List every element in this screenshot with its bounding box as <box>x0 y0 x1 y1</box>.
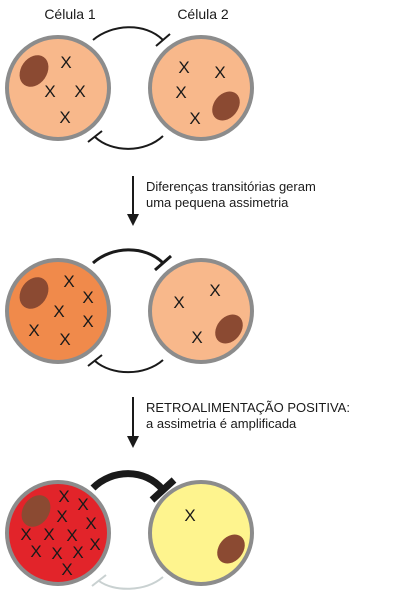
cell2: X X X X <box>148 35 254 141</box>
marker-x: X <box>59 330 70 349</box>
cell2: X X X <box>148 258 254 364</box>
inhibition-arrow-cell1-to-cell2 <box>90 470 177 503</box>
marker-x: X <box>175 83 186 102</box>
marker-x: X <box>74 82 85 101</box>
cell2-body <box>148 480 254 586</box>
cell2-nucleus <box>212 91 240 121</box>
step1-line2: uma pequena assimetria <box>146 195 289 210</box>
marker-x: X <box>58 487 69 506</box>
marker-x: X <box>72 543 83 562</box>
marker-x: X <box>173 293 184 312</box>
inhibition-arrow-cell1-to-cell2 <box>92 248 172 272</box>
marker-x: X <box>44 82 55 101</box>
marker-x: X <box>43 525 54 544</box>
marker-x: X <box>20 525 31 544</box>
cell1-nucleus <box>19 55 49 87</box>
cell2-nucleus <box>215 314 243 344</box>
cell1: X X X X <box>5 35 111 141</box>
marker-x: X <box>191 328 202 347</box>
step2-line1: RETROALIMENTAÇÃO POSITIVA: <box>146 400 350 415</box>
step-arrow-1 <box>127 176 139 226</box>
marker-x: X <box>82 312 93 331</box>
marker-x: X <box>189 109 200 128</box>
inhibition-arrow-cell1-to-cell2 <box>92 26 171 47</box>
marker-x: X <box>61 560 72 579</box>
marker-x: X <box>63 272 74 291</box>
cell1: X X X X X X <box>5 258 111 364</box>
marker-x: X <box>184 506 195 525</box>
marker-x: X <box>214 63 225 82</box>
marker-x: X <box>59 108 70 127</box>
marker-x: X <box>53 302 64 321</box>
step2-line2: a assimetria é amplificada <box>146 416 297 431</box>
stage-initial: X X X X X X X X <box>5 26 254 150</box>
marker-x: X <box>60 53 71 72</box>
cell2-nucleus <box>217 534 245 564</box>
stage-small-asymmetry: X X X X X X X X X <box>5 248 254 374</box>
marker-x: X <box>82 288 93 307</box>
marker-x: X <box>89 535 100 554</box>
marker-x: X <box>178 58 189 77</box>
cell1: X X X X X X X X X X X X <box>5 480 111 586</box>
stage-amplified: X X X X X X X X X X X X X <box>5 470 254 590</box>
marker-x: X <box>56 507 67 526</box>
marker-x: X <box>77 495 88 514</box>
inhibition-arrow-cell2-to-cell1 <box>87 130 164 150</box>
marker-x: X <box>85 514 96 533</box>
marker-x: X <box>209 281 220 300</box>
cell1-nucleus <box>19 277 49 309</box>
cell2-header: Célula 2 <box>177 6 229 22</box>
marker-x: X <box>51 544 62 563</box>
marker-x: X <box>28 321 39 340</box>
cell2: X <box>148 480 254 586</box>
cell1-nucleus <box>21 495 51 527</box>
marker-x: X <box>66 526 77 545</box>
step1-line1: Diferenças transitórias geram <box>146 179 316 194</box>
marker-x: X <box>30 542 41 561</box>
step-arrow-2 <box>127 397 139 448</box>
cell1-header: Célula 1 <box>44 6 96 22</box>
cell1-body <box>5 35 111 141</box>
inhibition-arrow-cell2-to-cell1 <box>91 574 164 590</box>
inhibition-arrow-cell2-to-cell1 <box>87 354 164 374</box>
cell2-body <box>148 35 254 141</box>
